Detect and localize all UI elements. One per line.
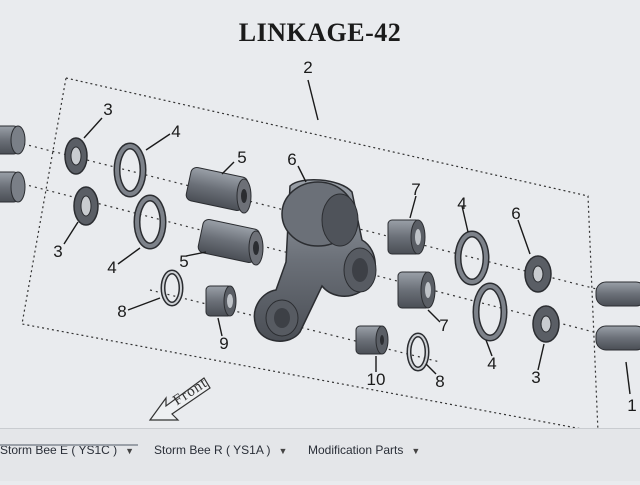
- callout-6-upper: 6: [287, 150, 297, 169]
- callout-10: 10: [366, 370, 386, 389]
- part-3-right: [532, 305, 560, 343]
- tab-modification-parts[interactable]: Modification Parts ▼: [308, 443, 420, 457]
- callout-6-right: 6: [511, 204, 521, 223]
- part-10: [355, 325, 389, 355]
- tab-storm-bee-r[interactable]: Storm Bee R ( YS1A ) ▼: [154, 443, 287, 457]
- callout-3-lower: 3: [53, 242, 63, 261]
- callout-5-upper: 5: [237, 148, 247, 167]
- callout-7-lower: 7: [439, 316, 449, 335]
- part-8-left: [160, 269, 184, 307]
- caret-down-icon: ▼: [125, 446, 135, 456]
- part-7-lower: [397, 271, 436, 309]
- diagram-title: LINKAGE-42: [238, 18, 402, 47]
- callout-1: 1: [627, 396, 637, 415]
- left-bushing-lower: [0, 171, 26, 203]
- part-7-upper: [387, 219, 426, 255]
- tab-label: Modification Parts: [308, 443, 404, 457]
- part-9-bearing: [205, 285, 237, 317]
- part-4-upper-left: [113, 142, 147, 198]
- callout-3-right: 3: [531, 368, 541, 387]
- callout-3-upper: 3: [103, 100, 113, 119]
- callout-4-right-upper: 4: [457, 194, 467, 213]
- part-1-bolt-upper: [595, 281, 640, 307]
- caret-down-icon: ▼: [278, 446, 288, 456]
- part-8-right: [406, 332, 430, 372]
- left-bushing-upper: [0, 125, 26, 155]
- leader-lines: [63, 79, 631, 395]
- model-tab-bar: Storm Bee E ( YS1C ) ▼ Storm Bee R ( YS1A…: [0, 428, 640, 481]
- part-5-lower-sleeve: [197, 218, 264, 266]
- tab-storm-bee-e[interactable]: Storm Bee E ( YS1C ) ▼: [0, 443, 134, 457]
- tab-label: Storm Bee E ( YS1C ): [0, 443, 118, 457]
- part-3-upper-left: [64, 137, 88, 175]
- part-4-lower-left: [133, 194, 167, 250]
- front-arrow-icon: [148, 377, 211, 421]
- part-4-upper-right: [454, 230, 490, 286]
- callout-4-upper: 4: [171, 122, 181, 141]
- part-3-lower-left: [73, 186, 99, 226]
- callout-4-lower: 4: [107, 258, 117, 277]
- callout-8-left: 8: [117, 302, 127, 321]
- tab-label: Storm Bee R ( YS1A ): [154, 443, 271, 457]
- part-4-lower-right: [472, 282, 508, 342]
- callout-9: 9: [219, 334, 229, 353]
- callout-2: 2: [303, 58, 313, 77]
- part-5-upper-sleeve: [185, 166, 252, 214]
- part-1-bolt-lower: [595, 325, 640, 351]
- callout-8-right: 8: [435, 372, 445, 391]
- active-tab-indicator: [0, 444, 138, 446]
- part-6-collar-right: [524, 255, 552, 293]
- caret-down-icon: ▼: [411, 446, 421, 456]
- callout-5-lower: 5: [179, 252, 189, 271]
- callout-4-right-lower: 4: [487, 354, 497, 373]
- axis-line-third: [149, 289, 441, 363]
- part-6-linkage-body: [253, 179, 377, 342]
- callout-7-upper: 7: [411, 180, 421, 199]
